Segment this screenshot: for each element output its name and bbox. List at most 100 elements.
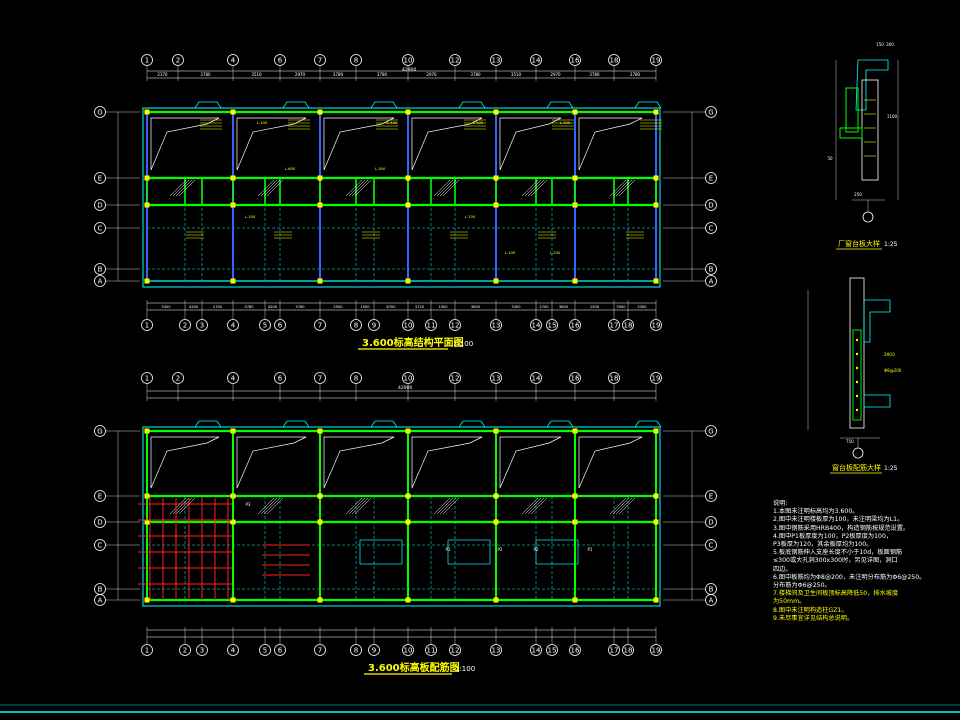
dimension-text: 1500 bbox=[590, 305, 600, 309]
axis-bubble bbox=[449, 372, 461, 384]
axis-bubble bbox=[569, 644, 581, 656]
slab-outline bbox=[499, 117, 562, 171]
axis-bubble bbox=[705, 222, 717, 234]
note-line: 四边。 bbox=[773, 565, 792, 573]
detail-1-scale: 1:25 bbox=[884, 241, 898, 248]
dimension-text: 3780 bbox=[589, 72, 600, 77]
column bbox=[230, 278, 236, 284]
axis-label: 17 bbox=[610, 322, 619, 330]
axis-bubble bbox=[94, 425, 106, 437]
axis-bubble bbox=[569, 319, 581, 331]
column bbox=[653, 493, 659, 499]
beam-label: L-400 bbox=[387, 120, 398, 125]
column bbox=[144, 519, 150, 525]
axis-bubble bbox=[705, 539, 717, 551]
axis-bubble bbox=[705, 106, 717, 118]
axis-bubble bbox=[94, 490, 106, 502]
axis-bubble bbox=[608, 644, 620, 656]
note-line: 4.图中P1板厚度为100，P2板厚度为100， bbox=[773, 532, 893, 540]
axis-label: 18 bbox=[610, 57, 619, 65]
axis-bubble bbox=[227, 372, 239, 384]
axis-bubble bbox=[402, 319, 414, 331]
rebar-cage bbox=[852, 329, 862, 421]
axis-label: 8 bbox=[354, 57, 358, 65]
axis-bubble bbox=[274, 54, 286, 66]
axis-label: C bbox=[98, 225, 103, 233]
axis-label: 5 bbox=[263, 647, 267, 655]
slab-label: P1 bbox=[446, 547, 451, 552]
axis-label: D bbox=[708, 519, 713, 527]
column bbox=[653, 175, 659, 181]
axis-bubble bbox=[141, 372, 153, 384]
column bbox=[572, 202, 578, 208]
axis-label: 5 bbox=[263, 322, 267, 330]
dimension-text: 3300 bbox=[637, 305, 647, 309]
outer-wall bbox=[142, 107, 661, 288]
axis-bubble bbox=[650, 54, 662, 66]
axis-label: 2 bbox=[183, 322, 187, 330]
dimension-text: 3720 bbox=[415, 305, 425, 309]
stair-hatch bbox=[354, 179, 372, 197]
stair-hatch bbox=[609, 179, 627, 197]
axis-label: B bbox=[709, 266, 714, 274]
axis-bubble bbox=[425, 644, 437, 656]
stair-hatch bbox=[175, 497, 193, 515]
axis-label: 18 bbox=[610, 375, 619, 383]
rebar-dot bbox=[855, 408, 859, 412]
axis-bubble bbox=[449, 319, 461, 331]
axis-label: 1 bbox=[145, 322, 149, 330]
axis-bubble bbox=[608, 319, 620, 331]
axis-label: 7 bbox=[318, 57, 322, 65]
parapet bbox=[194, 420, 222, 428]
axis-label: 15 bbox=[548, 322, 557, 330]
axis-bubble bbox=[402, 54, 414, 66]
column bbox=[572, 428, 578, 434]
axis-label: 11 bbox=[427, 322, 436, 330]
stair-hatch bbox=[178, 179, 196, 197]
axis-bubble bbox=[94, 222, 106, 234]
slab-panel bbox=[447, 539, 491, 565]
axis-bubble bbox=[314, 319, 326, 331]
stair-hatch bbox=[257, 179, 275, 197]
plan-bottom-scale: 1:100 bbox=[455, 665, 475, 673]
slab-outline bbox=[236, 436, 307, 489]
axis-bubble bbox=[259, 644, 271, 656]
stair-hatch bbox=[612, 497, 630, 515]
axis-label: 6 bbox=[278, 57, 283, 65]
column bbox=[317, 278, 323, 284]
note-line: 5.板底钢筋伸入支座长度不小于10d，板面钢筋 bbox=[773, 549, 903, 557]
parapet bbox=[546, 420, 574, 428]
axis-label: 13 bbox=[492, 375, 501, 383]
axis-label: G bbox=[708, 428, 713, 436]
axis-bubble bbox=[569, 372, 581, 384]
axis-bubble bbox=[650, 319, 662, 331]
axis-bubble bbox=[650, 372, 662, 384]
axis-label: 2 bbox=[176, 375, 180, 383]
axis-bubble bbox=[94, 263, 106, 275]
axis-bubble bbox=[569, 54, 581, 66]
dimension-text: 3510 bbox=[511, 72, 522, 77]
axis-bubble bbox=[94, 594, 106, 606]
stair-hatch bbox=[439, 497, 457, 515]
axis-bubble bbox=[94, 275, 106, 287]
axis-label: 17 bbox=[610, 647, 619, 655]
column bbox=[405, 493, 411, 499]
axis-label: 1 bbox=[145, 647, 149, 655]
column bbox=[405, 175, 411, 181]
stair-hatch bbox=[530, 497, 548, 515]
axis-label: C bbox=[709, 225, 714, 233]
column bbox=[230, 428, 236, 434]
axis-bubble bbox=[179, 644, 191, 656]
plan-top-overall-dim: 42900 bbox=[402, 67, 416, 73]
column bbox=[493, 519, 499, 525]
axis-bubble bbox=[141, 644, 153, 656]
axis-bubble bbox=[530, 54, 542, 66]
axis-label: 14 bbox=[532, 647, 541, 655]
axis-label: 14 bbox=[532, 322, 541, 330]
column bbox=[405, 202, 411, 208]
parapet bbox=[194, 101, 222, 109]
slab-outline bbox=[411, 436, 483, 489]
axis-bubble bbox=[705, 172, 717, 184]
axis-bubble bbox=[622, 319, 634, 331]
axis-label: E bbox=[709, 493, 713, 501]
